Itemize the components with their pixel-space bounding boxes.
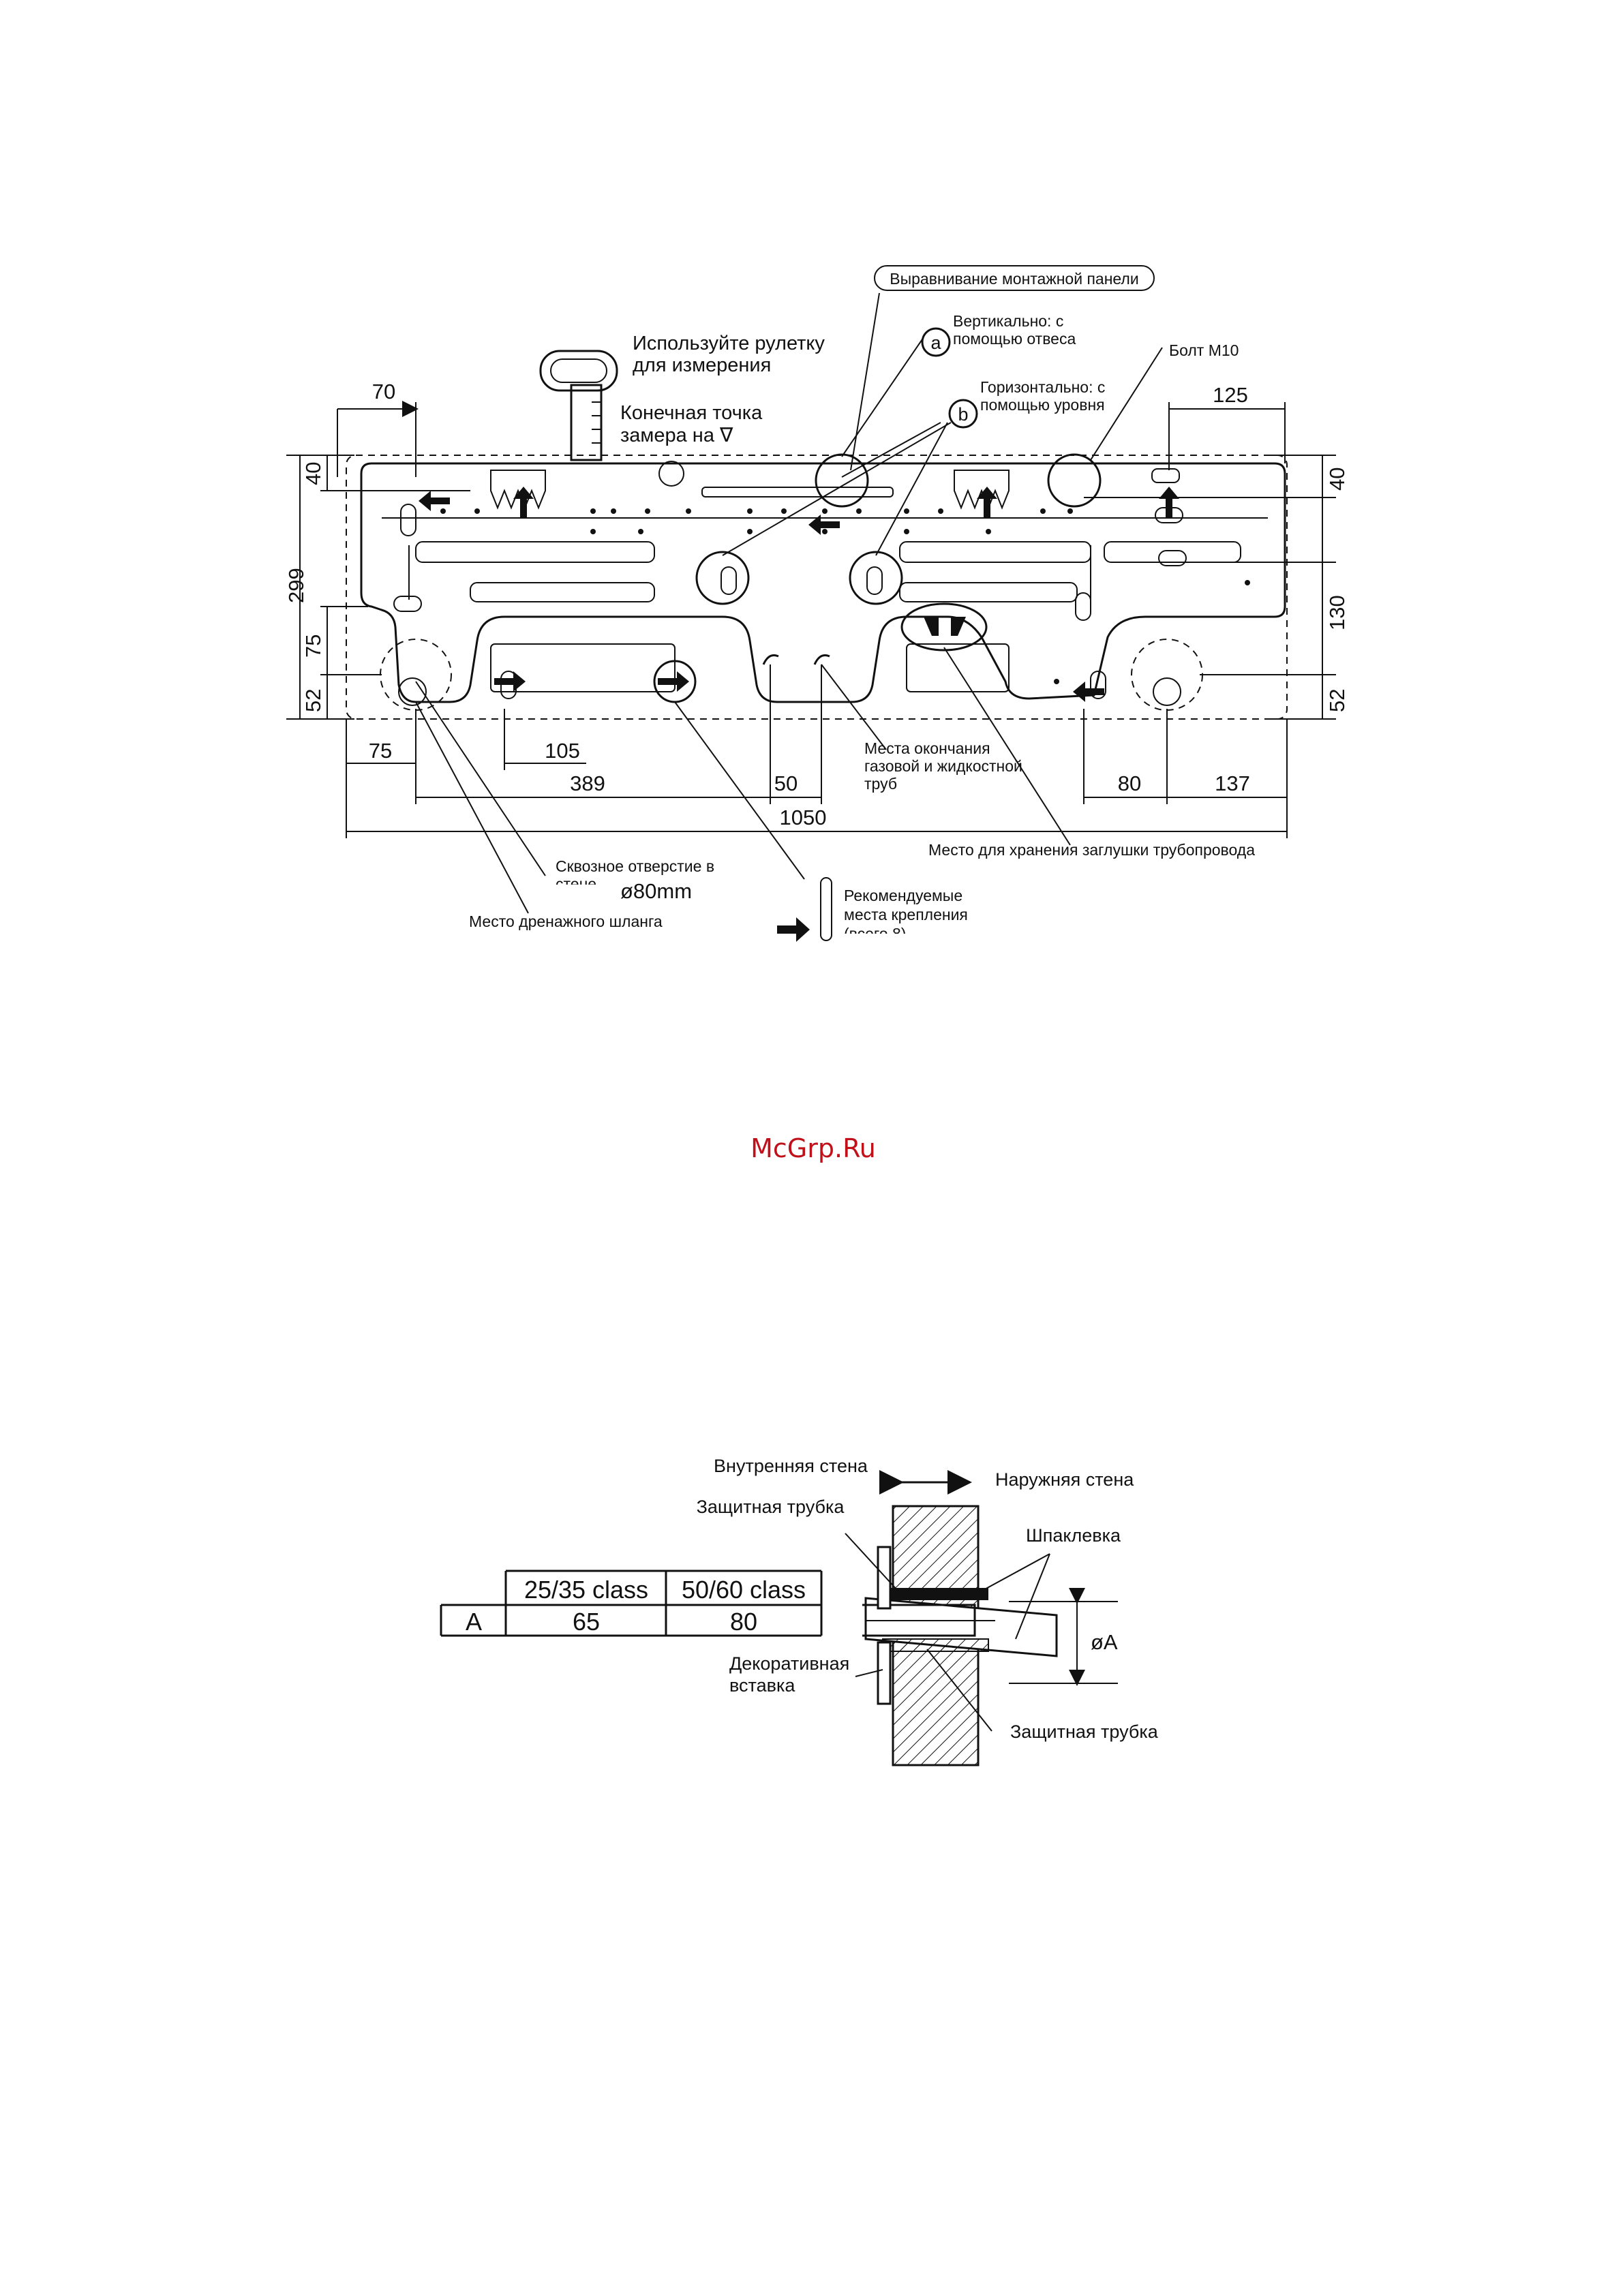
- dim-137: 137: [1215, 771, 1250, 795]
- decor-insert-label-box: Декоративная вставка: [729, 1653, 850, 1696]
- pipe-end-markers: [762, 654, 830, 665]
- panel-dots: [440, 508, 1250, 684]
- wall-hole-size: ø80mm: [620, 879, 692, 903]
- table-header-cell: 25/35 class: [524, 1576, 648, 1604]
- leader-lines: [415, 292, 1163, 914]
- dimension-lines: [286, 401, 1336, 838]
- bolt-label: Болт M10: [1169, 341, 1239, 359]
- vertical-label: Вертикально: с помощью отвеса: [953, 312, 1076, 348]
- table-cell: 65: [573, 1608, 600, 1636]
- table-header-cell: 50/60 class: [682, 1576, 806, 1604]
- fixing-arrows: [419, 487, 1179, 702]
- drain-hose-label: Место дренажного шланга: [469, 913, 663, 930]
- putty-label: Шпаклевка: [1026, 1525, 1121, 1546]
- pipe-ends-label: Места окончания газовой и жидкостной тру…: [864, 739, 1022, 793]
- drain-hole-right: [1153, 677, 1181, 706]
- dim-50: 50: [774, 771, 798, 795]
- decor-flange-top: [877, 1546, 892, 1610]
- panel-slots: [382, 487, 1268, 692]
- dim-52-right: 52: [1325, 689, 1349, 712]
- dim-105: 105: [545, 739, 580, 763]
- wall-hole-left: [380, 639, 452, 711]
- bolt-circle: [1047, 453, 1102, 508]
- dim-75-left: 75: [301, 634, 325, 658]
- watermark: McGrp.Ru: [750, 1133, 876, 1163]
- table-row-label: A: [466, 1608, 482, 1636]
- diameter-label: øA: [1091, 1630, 1118, 1654]
- diameter-table: 25/35 class 50/60 class A 65 80: [440, 1570, 823, 1637]
- dim-125: 125: [1213, 383, 1248, 407]
- fixing-points-label: Рекомендуемые места крепления (всего 8): [844, 887, 968, 934]
- plumb-check-circle-right: [849, 551, 903, 605]
- drain-hole-left: [398, 677, 427, 706]
- sleeve-bottom-band: [882, 1638, 989, 1652]
- mounting-panel-diagram: Выравнивание монтажной панели a b Вертик…: [284, 265, 1349, 942]
- wall-hole-label: Сквозное отверстие в стене: [556, 857, 715, 885]
- panel-oval-holes: [393, 504, 1187, 699]
- dim-75-bottom: 75: [369, 739, 392, 763]
- sleeve-top-band: [883, 1588, 988, 1600]
- vertical-label-box: Вертикально: с помощью отвеса: [953, 312, 1076, 348]
- alignment-title-box: [874, 265, 1155, 291]
- hanger-hooks: [490, 461, 1180, 510]
- wall-hole-right: [1131, 639, 1203, 711]
- inner-wall-label: Внутренняя стена: [714, 1456, 868, 1476]
- pipe-ends-label-box: Места окончания газовой и жидкостной тру…: [864, 739, 1022, 793]
- wall-hole-label-box: Сквозное отверстие в стене: [556, 857, 715, 885]
- decor-flange-bottom: [877, 1641, 892, 1705]
- plug-storage-label: Место для хранения заглушки трубопровода: [928, 841, 1255, 859]
- fixing-points-label-box: Рекомендуемые места крепления (всего 8): [844, 887, 968, 934]
- dim-80: 80: [1118, 771, 1141, 795]
- marker-b-circle: [948, 399, 978, 429]
- tape-measure-icon: [539, 350, 618, 461]
- tape-label-box: Используйте рулетку для измерения: [633, 333, 825, 376]
- dim-1050: 1050: [780, 806, 827, 829]
- level-check-circle: [815, 453, 869, 508]
- tape-label: Используйте рулетку для измерения: [633, 333, 825, 376]
- plumb-check-circle-left: [695, 551, 750, 605]
- fixing-legend-arrow-icon: [777, 917, 810, 942]
- dim-40-right: 40: [1325, 468, 1349, 491]
- alignment-title: Выравнивание монтажной панели: [890, 270, 1138, 288]
- dim-130: 130: [1325, 595, 1349, 630]
- table-cell: 80: [730, 1608, 757, 1636]
- outer-wall-label: Наружняя стена: [995, 1469, 1134, 1490]
- plug-storage: [900, 602, 988, 652]
- dim-52-left: 52: [301, 689, 325, 712]
- marker-b: b: [958, 404, 968, 425]
- decor-insert-label: Декоративная вставка: [729, 1653, 850, 1696]
- horizontal-label: Горизонтально: с помощью уровня: [980, 378, 1106, 414]
- marker-a: a: [930, 333, 941, 353]
- endpoint-label: Конечная точка замера на ∇: [620, 402, 763, 446]
- fixing-legend-slot-icon: [820, 877, 832, 941]
- sleeve-top-label: Защитная трубка: [697, 1497, 845, 1517]
- mounting-panel-outline: [360, 462, 1286, 703]
- horizontal-label-box: Горизонтально: с помощью уровня: [980, 378, 1106, 414]
- wall-section-diagram: Внутренняя стена Наружняя стена Защитная…: [697, 1456, 1159, 1766]
- dim-70: 70: [372, 380, 395, 403]
- endpoint-label-box: Конечная точка замера на ∇: [620, 402, 763, 446]
- dim-299: 299: [284, 568, 308, 603]
- sleeve-bottom-label: Защитная трубка: [1010, 1721, 1159, 1742]
- dim-40-left: 40: [301, 462, 325, 485]
- dim-389: 389: [570, 771, 605, 795]
- marker-a-circle: [921, 327, 951, 357]
- indoor-unit-outline: [346, 455, 1288, 720]
